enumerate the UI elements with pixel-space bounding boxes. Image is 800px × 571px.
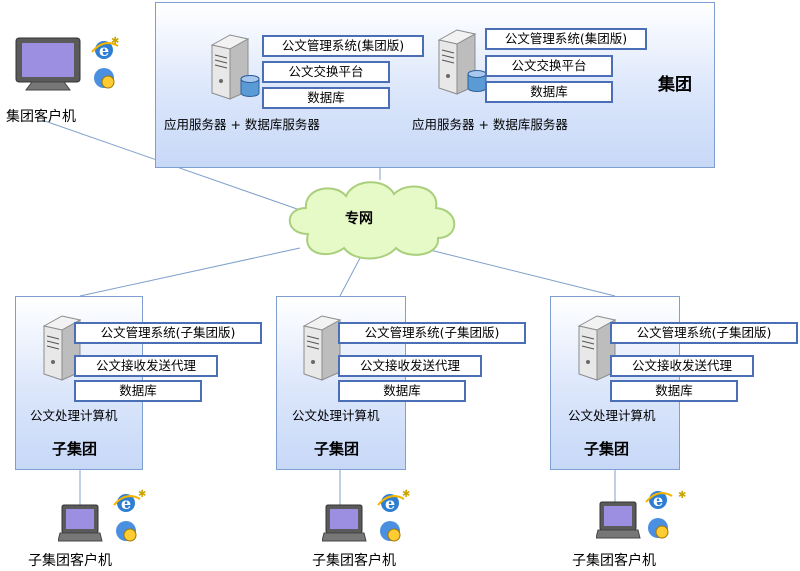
- subgroup-3-agent-tag: 公文接收发送代理: [610, 355, 754, 377]
- subgroup-2-client-label: 子集团客户机: [312, 553, 396, 569]
- network-label: 专网: [345, 211, 373, 227]
- subgroup-3-client-computer-icon: e ✱: [596, 490, 686, 539]
- group-server-2-exchange-tag: 公文交换平台: [485, 55, 613, 77]
- subgroup-2-app-tag: 公文管理系统(子集团版): [338, 322, 526, 344]
- subgroup-1-app-tag: 公文管理系统(子集团版): [74, 322, 262, 344]
- subgroup-1-client-computer-icon: e ✱: [58, 489, 146, 542]
- svg-text:e: e: [653, 491, 663, 510]
- group-server-1-exchange-tag: 公文交换平台: [262, 61, 390, 83]
- subgroup-1-db-tag: 数据库: [74, 380, 202, 402]
- subgroup-3-client-label: 子集团客户机: [572, 553, 656, 569]
- svg-text:e: e: [385, 494, 395, 513]
- subgroup-2-db-tag: 数据库: [338, 380, 466, 402]
- subgroup-2-client-computer-icon: e ✱: [322, 489, 410, 542]
- network-cloud-icon: [288, 181, 456, 260]
- group-server-1-db-tag: 数据库: [262, 87, 390, 109]
- subgroup-2-agent-tag: 公文接收发送代理: [338, 355, 482, 377]
- group-client-label: 集团客户机: [6, 109, 76, 125]
- group-server-1-app-tag: 公文管理系统(集团版): [262, 35, 424, 57]
- subgroup-1-title: 子集团: [52, 440, 98, 458]
- group-client-computer-icon: e ✱: [15, 36, 119, 91]
- svg-text:✱: ✱: [111, 36, 119, 47]
- svg-text:✱: ✱: [678, 490, 686, 501]
- group-title: 集团: [658, 75, 692, 95]
- svg-text:e: e: [99, 41, 109, 60]
- subgroup-1-client-label: 子集团客户机: [28, 553, 112, 569]
- group-server-2-caption: 应用服务器 + 数据库服务器: [412, 117, 568, 132]
- svg-text:✱: ✱: [402, 489, 410, 500]
- subgroup-2-title: 子集团: [314, 440, 360, 458]
- subgroup-2-caption: 公文处理计算机: [292, 408, 380, 423]
- svg-text:e: e: [121, 494, 131, 513]
- subgroup-3-db-tag: 数据库: [610, 380, 738, 402]
- server-icon: [210, 34, 260, 100]
- subgroup-1-caption: 公文处理计算机: [30, 408, 118, 423]
- link-network-subgroup-2: [339, 257, 361, 297]
- server-icon: [302, 315, 342, 381]
- group-server-2-db-tag: 数据库: [485, 81, 613, 103]
- subgroup-1-agent-tag: 公文接收发送代理: [74, 355, 218, 377]
- subgroup-3-app-tag: 公文管理系统(子集团版): [610, 322, 798, 344]
- subgroup-3-caption: 公文处理计算机: [568, 408, 656, 423]
- link-network-subgroup-1: [79, 247, 301, 297]
- subgroup-3-title: 子集团: [584, 440, 630, 458]
- group-server-1-caption: 应用服务器 + 数据库服务器: [164, 117, 320, 132]
- server-icon: [437, 29, 487, 95]
- svg-text:✱: ✱: [138, 489, 146, 500]
- link-network-subgroup-3: [429, 249, 616, 297]
- group-server-2-app-tag: 公文管理系统(集团版): [485, 28, 647, 50]
